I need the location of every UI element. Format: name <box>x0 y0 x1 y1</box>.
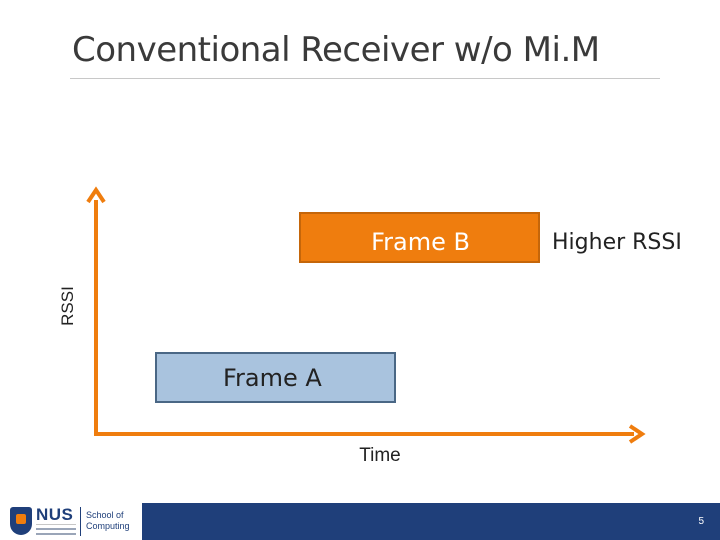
footer-bar: NUS School of Computing 5 <box>0 503 720 540</box>
nus-logo-text: NUS <box>36 505 74 524</box>
nus-crest-icon <box>10 507 32 535</box>
footer-logo-area: NUS School of Computing <box>0 503 142 540</box>
footer-divider <box>80 507 81 536</box>
frame-a-box: Frame A <box>155 352 396 403</box>
x-axis-arrowhead <box>628 424 646 444</box>
higher-rssi-annotation: Higher RSSI <box>552 230 682 255</box>
slide-title: Conventional Receiver w/o Mi.M <box>72 30 600 70</box>
frame-b-box: Frame B <box>299 212 540 263</box>
y-axis-label: RSSI <box>58 286 77 326</box>
frame-b-label: Frame B <box>371 228 470 256</box>
page-number: 5 <box>698 516 704 527</box>
x-axis-label: Time <box>359 445 401 466</box>
school-label: School of Computing <box>86 510 130 531</box>
title-divider <box>70 78 660 79</box>
frame-a-label: Frame A <box>223 364 322 392</box>
nus-logo-subtitle-graphic <box>36 524 76 537</box>
y-axis-arrowhead <box>86 186 106 204</box>
